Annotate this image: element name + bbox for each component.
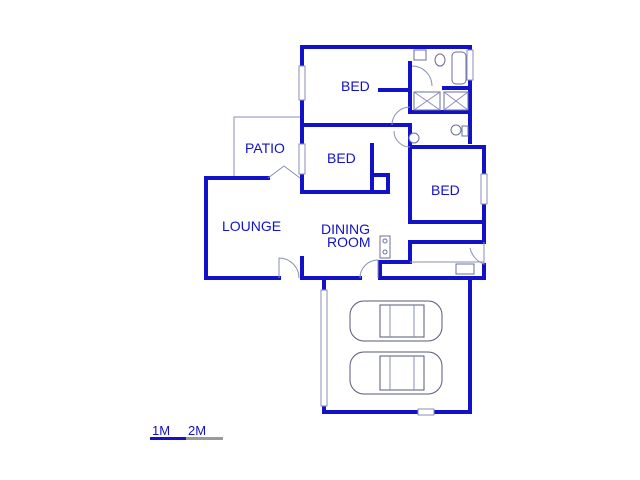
room-label-lounge: LOUNGE: [222, 218, 281, 234]
scale-label-2m: 2M: [188, 423, 206, 438]
doors: [267, 65, 485, 279]
room-label-bed-right: BED: [431, 182, 460, 198]
scale-segment-2m: [186, 437, 223, 440]
scale-label-1m: 1M: [152, 423, 170, 438]
windows: [298, 49, 488, 416]
room-label-dining-line1: DINING: [321, 221, 370, 237]
bathroom-fixtures: [408, 49, 469, 144]
room-label-patio: PATIO: [245, 140, 285, 156]
room-label-bed-middle: BED: [327, 150, 356, 166]
car-top: [349, 300, 443, 342]
room-label-dining-line2: ROOM: [327, 234, 371, 250]
room-label-bed-top: BED: [341, 78, 370, 94]
kitchen-fixtures: [379, 235, 484, 275]
scale-bar: 1M 2M: [150, 423, 223, 440]
patio-outline: [233, 116, 302, 178]
car-bottom: [349, 351, 443, 395]
scale-segment-1m: [150, 437, 186, 440]
interior-walls: [370, 61, 486, 244]
